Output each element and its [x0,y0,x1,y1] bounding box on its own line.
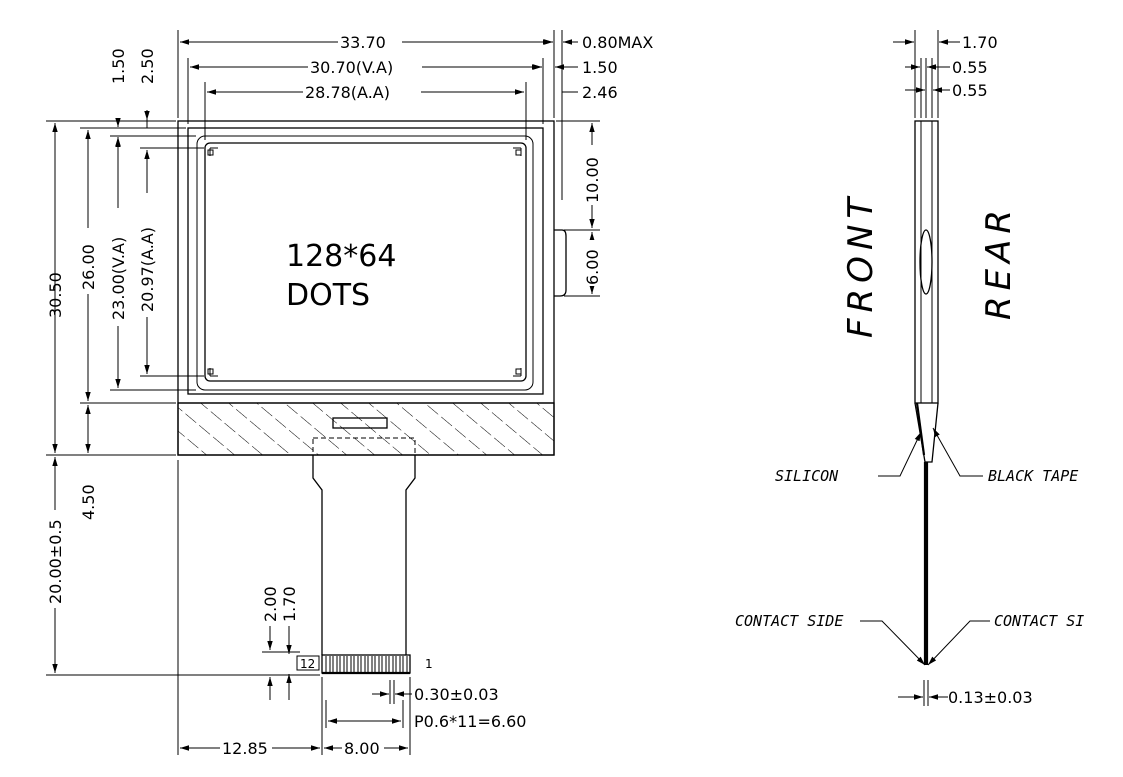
ic-chip [332,417,388,429]
va-width-bg [308,58,422,76]
dim-aa-height: 20.97(A.A) [138,227,157,312]
label-rear: REAR [979,204,1019,320]
fpc-tail [312,455,416,675]
dim-pin-width: 0.30±0.03 [414,685,499,704]
dim-top-margin-aa: 2.50 [138,48,157,84]
dim-width-outer: 33.70 [340,33,386,52]
display-label-line1: 128*64 [286,239,396,274]
dim-bottom-strip: 4.50 [79,484,98,520]
dim-height-glass: 26.00 [79,244,98,290]
dim-fpc-tab-width: 6.00 [583,249,602,285]
dim-pin-pitch: P0.6*11=6.60 [414,712,526,731]
top-dimension-lines [177,30,578,200]
dim-layer-1: 0.55 [952,58,988,77]
dim-pad-len-1: 2.00 [261,586,280,622]
dim-fpc-thickness: 0.13±0.03 [948,688,1033,707]
dim-thickness-max: 0.80MAX [582,33,653,52]
side-dimension-lines [893,30,960,706]
dim-aa-width: 28.78(A.A) [305,83,390,102]
dim-pad-len-2: 1.70 [280,586,299,622]
label-front: FRONT [841,192,881,338]
fpc-tab-width-bg [584,240,601,286]
dim-va-width: 30.70(V.A) [310,58,393,77]
fpc-width-bg [342,739,384,757]
corner-markers [207,147,522,377]
aa-width-bg [303,83,421,101]
fpc-bond-area [312,437,416,456]
dim-right-margin-aa: 2.46 [582,83,618,102]
width-outer-bg [338,33,402,51]
hatched-glass-strip [178,403,554,455]
dim-fpc-length: 20.00±0.5 [46,519,65,604]
label-contact-side-left: CONTACT SIDE [735,612,843,630]
dim-height-total: 30.50 [46,272,65,318]
fpc-contact-pins [325,656,408,672]
fpc-length-bg [46,510,63,608]
height-glass-bg [80,228,97,294]
label-silicon: SILICON [775,467,839,485]
dim-layer-2: 0.55 [952,81,988,100]
dim-total-thickness: 1.70 [962,33,998,52]
dim-fpc-width: 8.00 [344,739,380,758]
fpc-offset-bg [220,739,272,757]
fpc-tab-offset-bg [584,145,601,205]
va-height-bg [110,208,127,326]
dim-va-height: 23.00(V.A) [109,237,128,320]
dim-fpc-tab-offset: 10.00 [583,157,602,203]
dim-fpc-offset: 12.85 [222,739,268,758]
bottom-strip-bg [80,480,97,520]
aa-height-bg [139,193,156,317]
side-view-profile [914,120,939,665]
pin-1-label: 1 [425,657,433,671]
label-contact-side-right: CONTACT SI [994,612,1084,630]
label-black-tape: BLACK TAPE [988,467,1078,485]
display-label-line2: DOTS [286,278,370,313]
dim-right-margin-va: 1.50 [582,58,618,77]
pin-12-box [296,655,320,671]
pin-12-label: 12 [300,657,315,671]
side-leader-lines [860,427,990,666]
dim-top-margin-va: 1.50 [109,48,128,84]
